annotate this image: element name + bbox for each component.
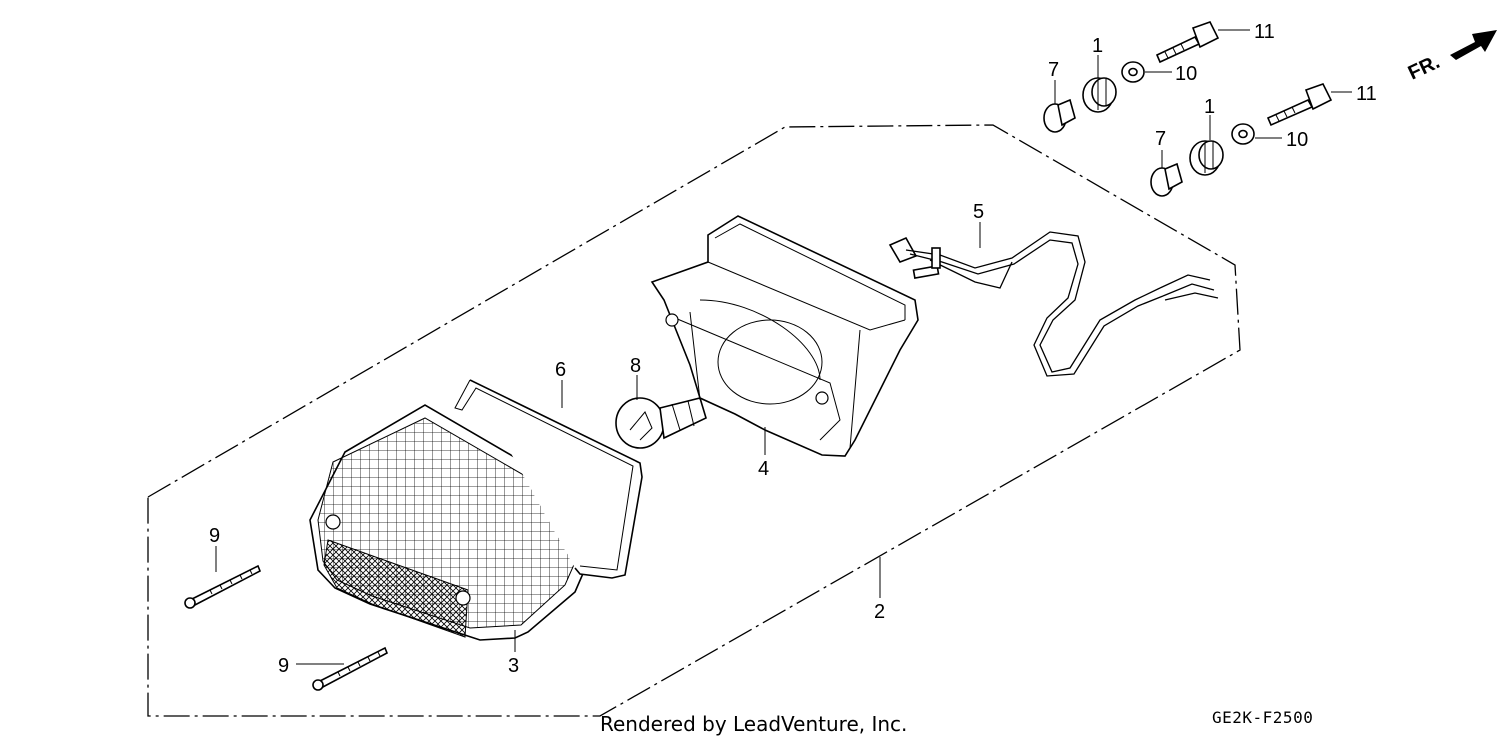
leader-lines: [215, 29, 1352, 665]
grommet-part-1-upper: [1082, 77, 1117, 113]
callout-9-lower: 9: [278, 655, 289, 677]
wire-harness-part-5: [888, 231, 1219, 377]
callout-11-upper: 11: [1254, 21, 1275, 43]
callout-1-upper: 1: [1092, 35, 1103, 57]
callout-10-upper: 10: [1175, 63, 1197, 85]
callout-10-lower: 10: [1286, 129, 1308, 151]
callout-3: 3: [508, 655, 519, 677]
gasket-part-6: [454, 379, 643, 579]
housing-part-4: [650, 215, 919, 457]
callout-7-upper: 7: [1048, 59, 1059, 81]
collar-part-7-lower: [1150, 162, 1183, 197]
callout-8: 8: [630, 355, 641, 377]
collar-part-7-upper: [1043, 98, 1076, 133]
front-direction-arrow: FR.: [1405, 30, 1497, 85]
assembly-boundary: [147, 124, 1241, 717]
credit-text: Rendered by LeadVenture, Inc.: [600, 712, 908, 736]
screw-part-9-upper: [184, 564, 262, 609]
callout-7-lower: 7: [1155, 128, 1166, 150]
washer-part-10-lower: [1231, 123, 1255, 145]
callout-1-lower: 1: [1204, 96, 1215, 118]
callout-4: 4: [758, 458, 769, 480]
grommet-part-1-lower: [1189, 140, 1224, 176]
diagram-code: GE2K-F2500: [1212, 708, 1314, 727]
washer-part-10-upper: [1121, 61, 1145, 83]
callout-6: 6: [555, 359, 566, 381]
callout-9-upper: 9: [209, 525, 220, 547]
front-direction-label: FR.: [1405, 51, 1443, 85]
callout-11-lower: 11: [1356, 83, 1377, 105]
screw-part-9-lower: [312, 646, 389, 691]
callout-5: 5: [973, 201, 984, 223]
callout-2: 2: [874, 601, 885, 623]
bolt-part-11-lower: [1266, 83, 1333, 127]
bulb-part-8: [615, 397, 707, 449]
bolt-part-11-upper: [1155, 21, 1220, 64]
